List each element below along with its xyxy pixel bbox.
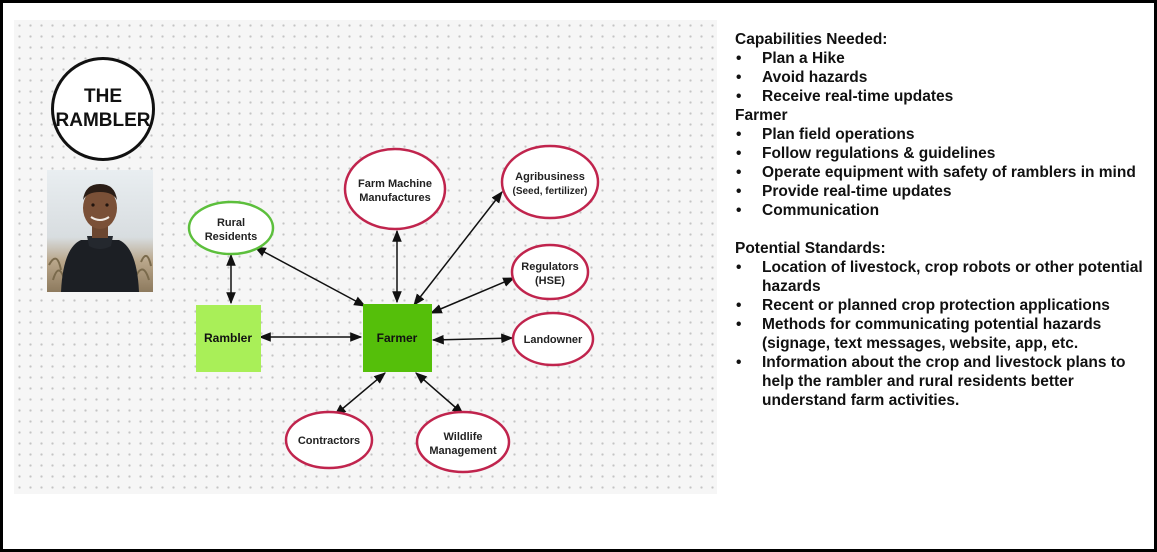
farm-machine-line1: Farm Machine	[358, 178, 432, 190]
badge-line-1: THE	[84, 86, 122, 107]
contractors-label: Contractors	[298, 435, 360, 447]
node-farmer: Farmer	[363, 304, 432, 372]
agribusiness-line2: (Seed, fertilizer)	[512, 186, 587, 197]
list-item: Location of livestock, crop robots or ot…	[735, 258, 1151, 296]
list-item: Methods for communicating potential haza…	[735, 315, 1151, 353]
node-rambler: Rambler	[196, 305, 261, 372]
wildlife-line1: Wildlife	[443, 431, 482, 443]
list-item: Communication	[735, 201, 1151, 220]
regulators-line2: (HSE)	[535, 275, 565, 287]
list-item: Recent or planned crop protection applic…	[735, 296, 1151, 315]
rambler-photo	[47, 170, 153, 292]
badge-line-2: RAMBLER	[55, 110, 151, 131]
list-item: Follow regulations & guidelines	[735, 144, 1151, 163]
arrow-farmer-landowner	[431, 333, 514, 345]
requirements-panel: Capabilities Needed: Plan a Hike Avoid h…	[735, 30, 1151, 410]
arrow-farmer-contractors	[334, 372, 386, 416]
node-farm-machine: Farm Machine Manufactures	[343, 147, 447, 231]
rambler-label: Rambler	[204, 331, 252, 345]
farmer-heading: Farmer	[735, 107, 788, 124]
list-item: Avoid hazards	[735, 68, 1151, 87]
list-item: Operate equipment with safety of rambler…	[735, 163, 1151, 182]
capabilities-heading: Capabilities Needed:	[735, 31, 888, 48]
arrow-residents-farmer	[253, 246, 367, 307]
farm-machine-line2: Manufactures	[359, 192, 431, 204]
standards-heading: Potential Standards:	[735, 240, 886, 257]
list-item: Plan field operations	[735, 125, 1151, 144]
node-landowner: Landowner	[511, 311, 595, 367]
landowner-label: Landowner	[524, 334, 583, 346]
person-illustration	[47, 170, 153, 292]
standards-list: Location of livestock, crop robots or ot…	[735, 258, 1151, 410]
node-wildlife: Wildlife Management	[415, 410, 511, 474]
rural-residents-line2: Residents	[205, 231, 258, 243]
rural-residents-line1: Rural	[217, 217, 245, 229]
regulators-line1: Regulators	[521, 261, 578, 273]
list-item: Information about the crop and livestock…	[735, 353, 1151, 410]
agribusiness-line1: Agribusiness	[515, 171, 585, 183]
list-item: Receive real-time updates	[735, 87, 1151, 106]
list-item: Provide real-time updates	[735, 182, 1151, 201]
arrow-regulators-farmer	[429, 277, 516, 314]
arrow-farmer-wildlife	[415, 372, 464, 415]
arrow-agribusiness-farmer	[413, 191, 503, 306]
node-rural-residents: Rural Residents	[187, 200, 275, 256]
farmer-list: Plan field operations Follow regulations…	[735, 125, 1151, 220]
node-regulators: Regulators (HSE)	[510, 243, 590, 301]
list-item: Plan a Hike	[735, 49, 1151, 68]
node-contractors: Contractors	[284, 410, 374, 470]
node-agribusiness: Agribusiness (Seed, fertilizer)	[500, 144, 600, 220]
rambler-persona-badge: THE RAMBLER	[51, 57, 155, 161]
farmer-label: Farmer	[377, 331, 418, 345]
wildlife-line2: Management	[429, 445, 497, 457]
connector-arrows	[226, 191, 516, 416]
capabilities-list: Plan a Hike Avoid hazards Receive real-t…	[735, 49, 1151, 106]
